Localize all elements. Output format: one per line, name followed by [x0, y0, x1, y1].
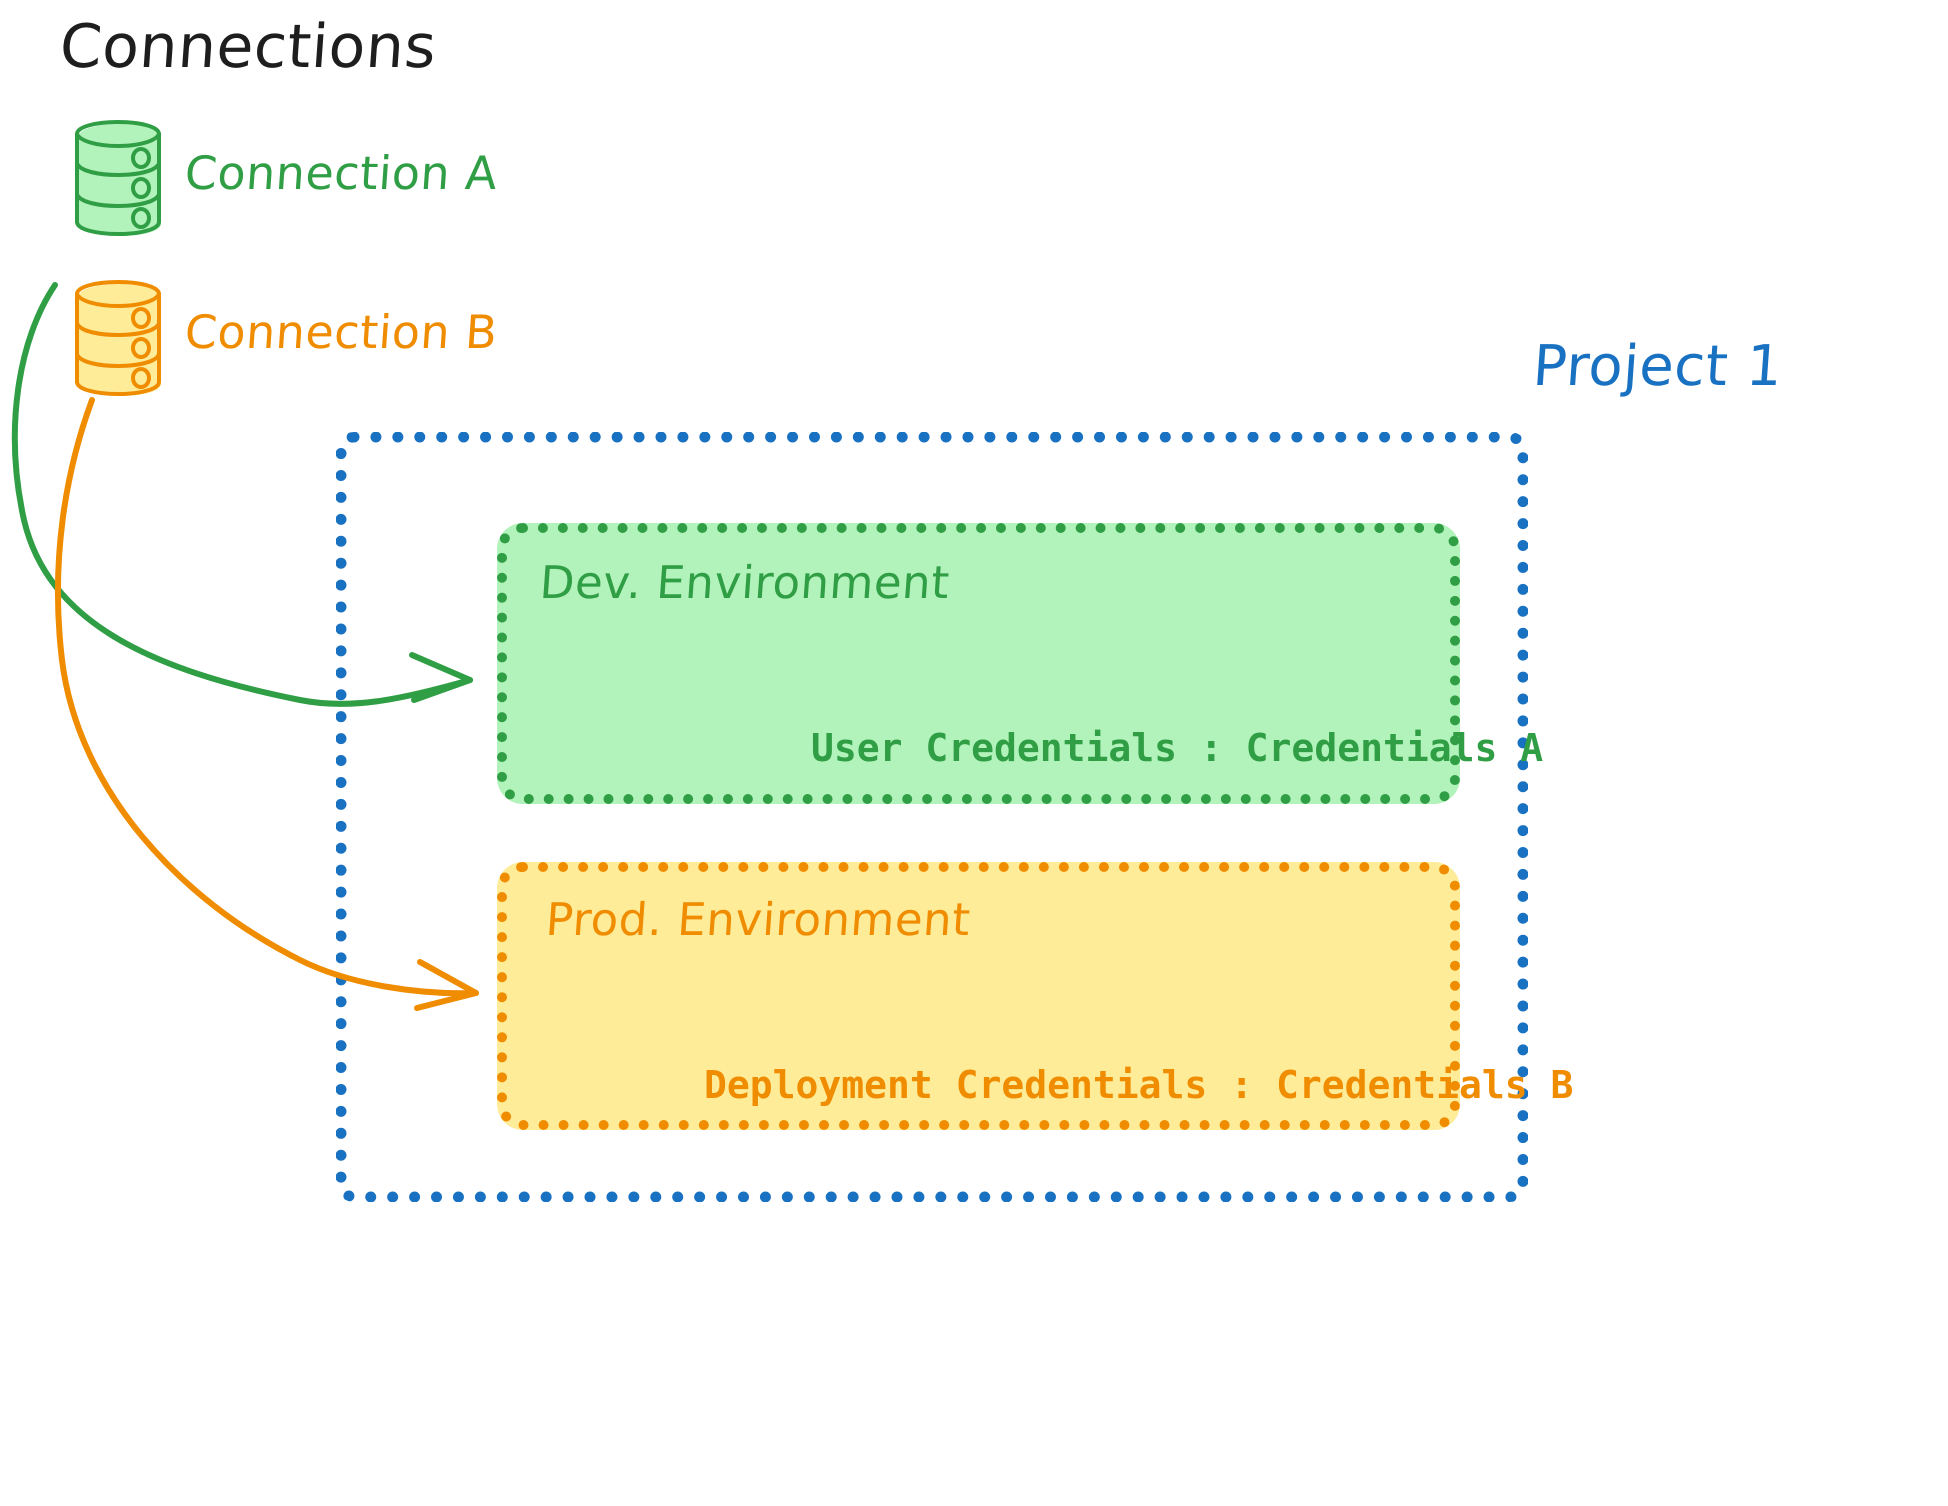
dev-environment-credentials: User Credentials : Credentials A [811, 726, 1544, 770]
connection-a-label: Connection A [183, 146, 500, 200]
project-label: Project 1 [1530, 334, 1785, 399]
database-icon[interactable] [68, 118, 168, 238]
prod-environment-credentials: Deployment Credentials : Credentials B [704, 1063, 1574, 1107]
dev-environment-title: Dev. Environment [538, 556, 952, 609]
dev-environment-box[interactable] [497, 523, 1460, 804]
connection-b-label: Connection B [183, 305, 500, 359]
database-icon[interactable] [68, 278, 168, 398]
connections-heading: Connections [57, 12, 439, 82]
prod-environment-title: Prod. Environment [544, 893, 973, 946]
prod-environment-box[interactable] [497, 862, 1460, 1130]
